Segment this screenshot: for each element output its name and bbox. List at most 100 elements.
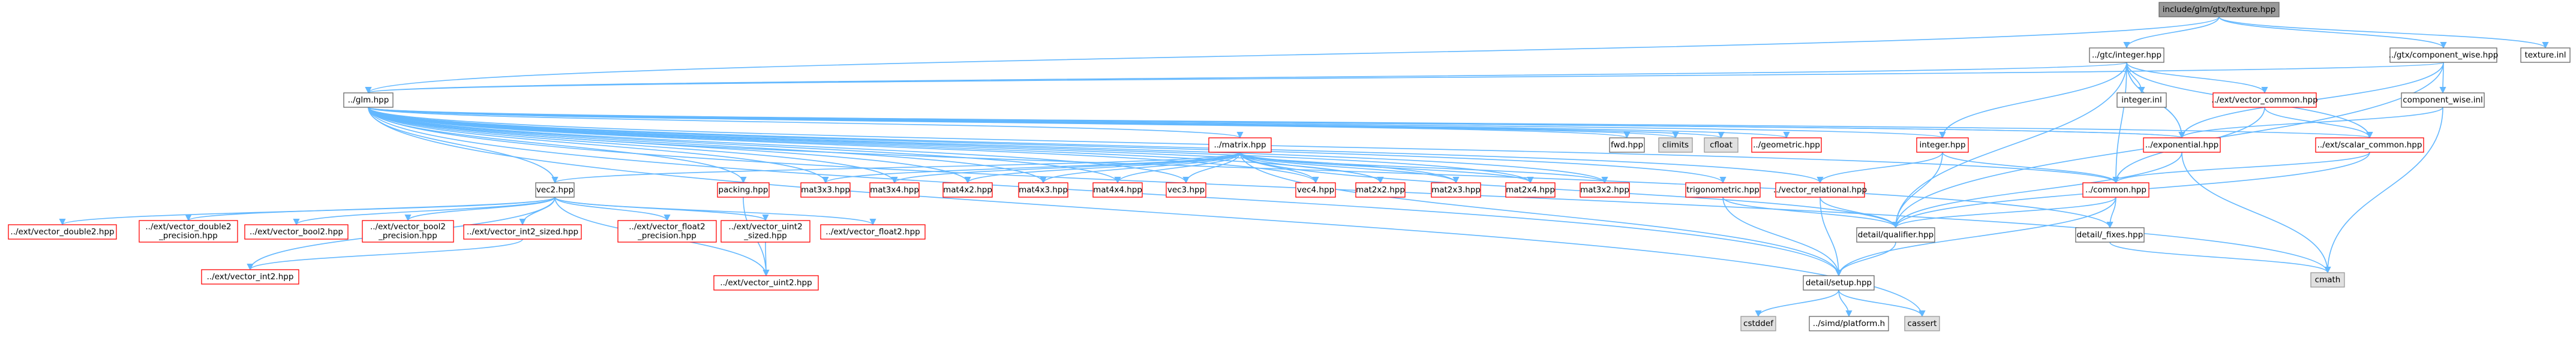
node-vec_relational[interactable]: ../vector_relational.hpp <box>1773 182 1867 198</box>
node-ext_vu2[interactable]: ../ext/vector_uint2.hpp <box>713 275 819 291</box>
edge-texture_hpp-to-gtc_integer <box>2123 16 2220 49</box>
node-label-packing_hpp: packing.hpp <box>719 185 768 195</box>
node-mat4x3[interactable]: mat4x3.hpp <box>1018 182 1068 198</box>
node-ext_vec_common[interactable]: ../ext/vector_common.hpp <box>2211 92 2318 108</box>
edge-setup-to-cassert <box>1838 289 1926 318</box>
node-gtx_cw[interactable]: ../gtx/component_wise.hpp <box>2389 47 2499 63</box>
edge-gtc_integer-to-common_hpp <box>2112 62 2127 184</box>
node-fwd_hpp[interactable]: fwd.hpp <box>1609 137 1645 153</box>
edge-vec2_hpp-to-ext_vf2p <box>554 197 671 222</box>
edge-setup-to-cstddef <box>1755 289 1839 318</box>
node-box-cassert <box>1904 316 1940 331</box>
node-label-ext_scalar_common: ../ext/scalar_common.hpp <box>2317 140 2422 150</box>
node-label-fixes: detail/_fixes.hpp <box>2077 230 2143 240</box>
node-ext_vb2p[interactable]: ../ext/vector_bool2_precision.hpp <box>362 220 454 243</box>
node-fixes[interactable]: detail/_fixes.hpp <box>2075 227 2145 243</box>
node-box-integer_inl <box>2116 92 2167 108</box>
edge-gtc_integer-to-integer_hpp <box>1939 62 2127 139</box>
node-geometric_hpp[interactable]: ../geometric.hpp <box>1751 137 1822 153</box>
node-ext_vd2p[interactable]: ../ext/vector_double2_precision.hpp <box>139 220 238 243</box>
node-label-common_hpp: ../common.hpp <box>2085 185 2146 195</box>
node-box-texture_inl <box>2520 47 2571 63</box>
node-label-ext_vu2s: ../ext/vector_uint2 <box>728 222 802 232</box>
node-cassert: cassert <box>1904 316 1940 331</box>
node-box-ext_vd2 <box>8 224 117 240</box>
node-label-ext_vec_common: ../ext/vector_common.hpp <box>2211 95 2317 105</box>
dependency-edges <box>59 16 2549 318</box>
node-vec2_hpp[interactable]: vec2.hpp <box>535 182 575 198</box>
node-label-ext_vi2: ../ext/vector_int2.hpp <box>207 272 294 282</box>
node-ext_vd2[interactable]: ../ext/vector_double2.hpp <box>8 224 117 240</box>
node-box-geometric_hpp <box>1751 137 1822 153</box>
edge-glm_hpp-to-integer_hpp <box>368 107 1945 139</box>
edge-ext_vi2s-to-ext_vi2 <box>247 239 523 271</box>
node-ext_vi2[interactable]: ../ext/vector_int2.hpp <box>201 269 299 285</box>
node-label-cassert: cassert <box>1908 319 1937 328</box>
node-box-cmath <box>2310 272 2345 288</box>
node-ext_vf2[interactable]: ../ext/vector_float2.hpp <box>820 224 926 240</box>
node-mat2x2[interactable]: mat2x2.hpp <box>1355 182 1406 198</box>
node-mat3x4[interactable]: mat3x4.hpp <box>869 182 920 198</box>
edge-vec2_hpp-to-ext_vf2 <box>554 197 876 226</box>
node-gtc_integer[interactable]: ../gtc/integer.hpp <box>2089 47 2164 63</box>
node-exponential_hpp[interactable]: ../exponential.hpp <box>2143 137 2221 153</box>
node-integer_hpp[interactable]: integer.hpp <box>1916 137 1969 153</box>
node-matrix_hpp[interactable]: ../matrix.hpp <box>1208 137 1272 153</box>
node-integer_inl[interactable]: integer.inl <box>2116 92 2167 108</box>
node-mat4x2[interactable]: mat4x2.hpp <box>942 182 993 198</box>
node-qualifier[interactable]: detail/qualifier.hpp <box>1856 227 1935 243</box>
node-label-mat4x2: mat4x2.hpp <box>943 185 992 195</box>
node-mat3x3[interactable]: mat3x3.hpp <box>800 182 851 198</box>
node-common_hpp[interactable]: ../common.hpp <box>2082 182 2149 198</box>
node-glm_hpp[interactable]: ../glm.hpp <box>343 92 394 108</box>
node-ext_vi2s[interactable]: ../ext/vector_int2_sized.hpp <box>463 224 582 240</box>
node-cfloat: cfloat <box>1704 137 1739 153</box>
node-label-cw_inl: component_wise.inl <box>2403 95 2483 105</box>
node-vec4_hpp[interactable]: vec4.hpp <box>1295 182 1336 198</box>
edge-glm_hpp-to-matrix_hpp <box>368 107 1244 139</box>
node-label-mat2x4: mat2x4.hpp <box>1506 185 1555 195</box>
node-platform[interactable]: ../simd/platform.h <box>1809 316 1889 331</box>
node-box-ext_vb2p <box>362 220 454 243</box>
node-mat2x3[interactable]: mat2x3.hpp <box>1431 182 1481 198</box>
node-box-gtc_integer <box>2089 47 2164 63</box>
edge-matrix_hpp-to-mat4x4 <box>1114 152 1241 184</box>
node-mat3x2[interactable]: mat3x2.hpp <box>1580 182 1630 198</box>
node-box-ext_vf2 <box>820 224 926 240</box>
node-box-integer_hpp <box>1916 137 1969 153</box>
node-label-cstddef: cstddef <box>1743 319 1774 328</box>
node-mat2x4[interactable]: mat2x4.hpp <box>1505 182 1556 198</box>
node-box-ext_vf2p <box>617 220 717 243</box>
node-box-mat2x4 <box>1505 182 1556 198</box>
node-ext_vf2p[interactable]: ../ext/vector_float2_precision.hpp <box>617 220 717 243</box>
node-label-vec2_hpp: vec2.hpp <box>536 185 574 195</box>
node-box-exponential_hpp <box>2143 137 2221 153</box>
node-packing_hpp[interactable]: packing.hpp <box>717 182 770 198</box>
edge-exponential_hpp-to-qualifier <box>1892 152 2182 229</box>
node-box-cw_inl <box>2401 92 2485 108</box>
node-box-vec4_hpp <box>1295 182 1336 198</box>
node-label-mat3x2: mat3x2.hpp <box>1580 185 1629 195</box>
node-label-vec4_hpp: vec4.hpp <box>1297 185 1334 195</box>
edge-matrix_hpp-to-mat2x3 <box>1239 152 1460 184</box>
edge-cw_inl-to-cmath <box>2324 107 2443 274</box>
node-ext_vu2s[interactable]: ../ext/vector_uint2_sized.hpp <box>720 220 810 243</box>
node-box-texture_hpp <box>2158 2 2280 17</box>
node-setup[interactable]: detail/setup.hpp <box>1803 275 1875 291</box>
edge-integer_hpp-to-qualifier <box>1892 152 1943 229</box>
node-trigonometric[interactable]: trigonometric.hpp <box>1685 182 1761 198</box>
node-label-cmath: cmath <box>2315 275 2341 285</box>
node-vec3_hpp[interactable]: vec3.hpp <box>1166 182 1206 198</box>
edge-texture_hpp-to-glm_hpp <box>365 16 2220 94</box>
node-label-fwd_hpp: fwd.hpp <box>1611 140 1643 150</box>
node-ext_vb2[interactable]: ../ext/vector_bool2.hpp <box>244 224 349 240</box>
node-texture_inl[interactable]: texture.inl <box>2520 47 2571 63</box>
node-box-gtx_cw <box>2389 47 2497 63</box>
node-cw_inl[interactable]: component_wise.inl <box>2401 92 2485 108</box>
node-texture_hpp[interactable]: include/glm/gtx/texture.hpp <box>2158 2 2280 17</box>
node-ext_scalar_common[interactable]: ../ext/scalar_common.hpp <box>2315 137 2424 153</box>
node-box-mat3x2 <box>1580 182 1630 198</box>
edge-common_hpp-to-setup <box>1835 197 2116 277</box>
node-label-ext_vu2s: _sized.hpp <box>743 231 786 241</box>
node-mat4x4[interactable]: mat4x4.hpp <box>1092 182 1143 198</box>
